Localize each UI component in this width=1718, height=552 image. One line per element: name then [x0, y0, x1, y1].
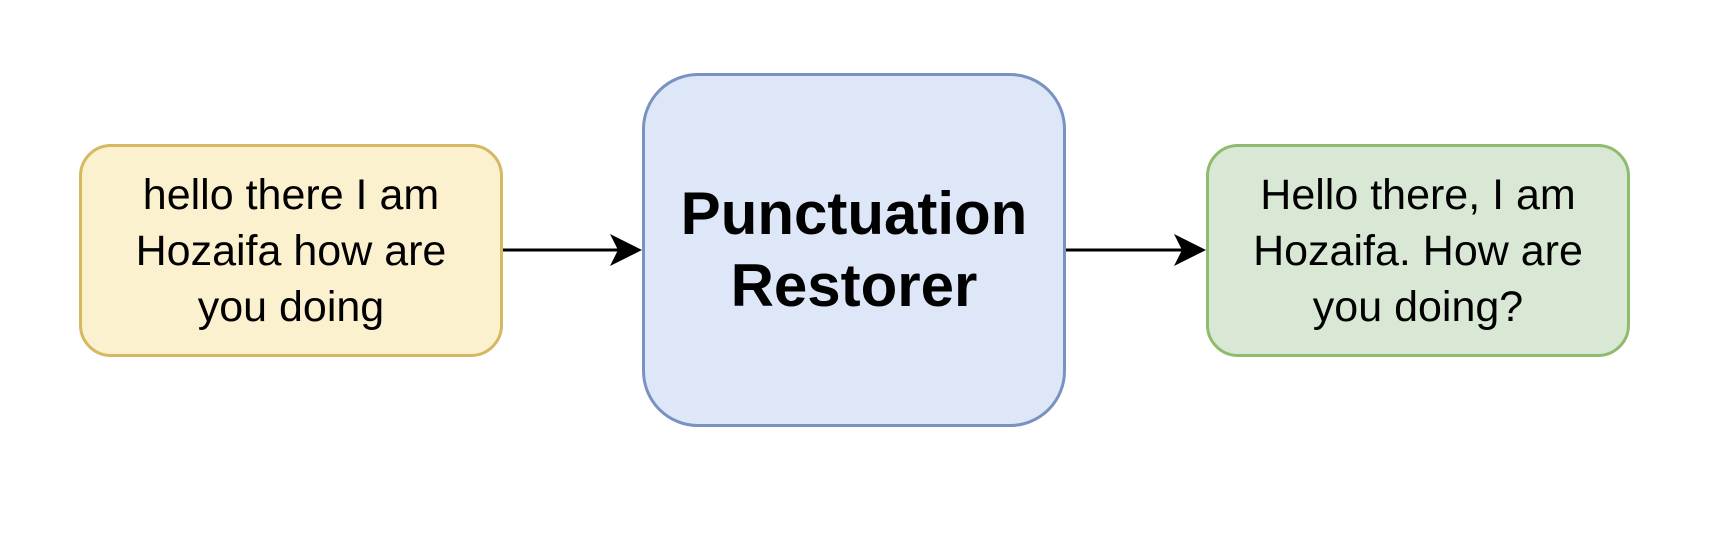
- input-text-label: hello there I am Hozaifa how are you doi…: [135, 170, 447, 331]
- arrowhead-icon: [1174, 234, 1206, 266]
- process-label: Punctuation Restorer: [680, 180, 1028, 319]
- punctuation-restorer-node[interactable]: Punctuation Restorer: [642, 73, 1066, 427]
- edge-input-to-process: [503, 234, 642, 266]
- output-text-label: Hello there, I am Hozaifa. How are you d…: [1253, 170, 1583, 331]
- input-text-node[interactable]: hello there I am Hozaifa how are you doi…: [79, 144, 503, 357]
- edge-process-to-output: [1066, 234, 1206, 266]
- output-text-node[interactable]: Hello there, I am Hozaifa. How are you d…: [1206, 144, 1630, 357]
- arrowhead-icon: [610, 234, 642, 266]
